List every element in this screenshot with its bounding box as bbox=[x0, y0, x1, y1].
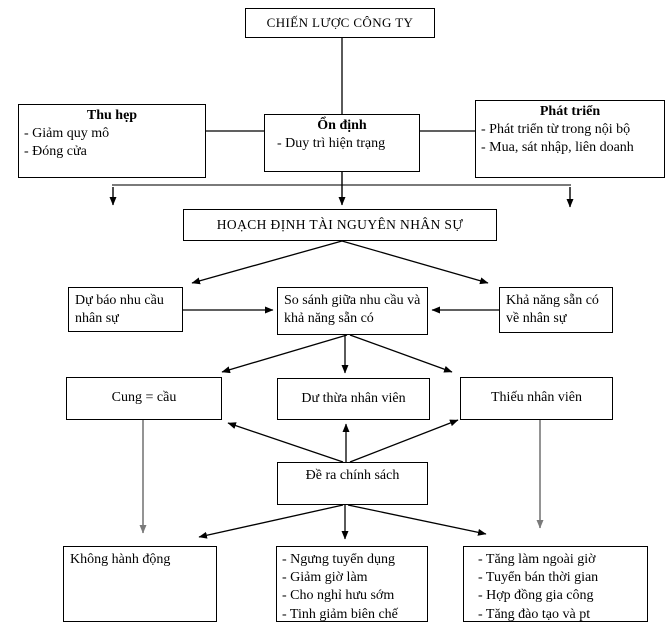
box-forecast: Dự báo nhu cầu nhân sự bbox=[68, 287, 183, 332]
arrow-hrplanning-to-availability bbox=[341, 240, 489, 285]
box-availability: Khả năng sẵn có về nhân sự bbox=[499, 287, 613, 333]
shortage-label: Thiếu nhân viên bbox=[491, 390, 582, 406]
box-supply-equals-demand: Cung = cầu bbox=[66, 377, 222, 420]
stable-title: Ổn định bbox=[317, 118, 367, 133]
policy-label: Đề ra chính sách bbox=[305, 468, 400, 483]
stable-item: - Duy trì hiện trạng bbox=[277, 136, 386, 152]
box-policy: Đề ra chính sách bbox=[277, 462, 428, 505]
box-develop: Phát triển - Phát triển từ trong nội bộ … bbox=[475, 100, 665, 178]
box-shortage-actions: - Tăng làm ngoài giờ - Tuyển bán thời gi… bbox=[463, 546, 648, 622]
forecast-label: Dự báo nhu cầu nhân sự bbox=[75, 293, 164, 327]
box-company-strategy: CHIẾN LƯỢC CÔNG TY bbox=[245, 8, 435, 38]
arrow-compare-to-shortage bbox=[349, 334, 453, 373]
shortage-action-item: - Tuyển bán thời gian bbox=[478, 570, 599, 586]
hr-planning-label: HOẠCH ĐỊNH TÀI NGUYÊN NHÂN SỰ bbox=[216, 217, 464, 233]
arrow-policy-to-shortageactions bbox=[347, 504, 487, 536]
develop-item: - Mua, sát nhập, liên doanh bbox=[481, 140, 634, 156]
arrow-policy-to-noaction bbox=[198, 504, 344, 539]
box-shrink: Thu hẹp - Giảm quy mô - Đóng cửa bbox=[18, 104, 206, 178]
arrow-policy-to-supplydemand bbox=[227, 422, 344, 463]
company-strategy-label: CHIẾN LƯỢC CÔNG TY bbox=[266, 14, 414, 30]
no-action-label: Không hành động bbox=[70, 552, 171, 567]
box-hr-planning: HOẠCH ĐỊNH TÀI NGUYÊN NHÂN SỰ bbox=[183, 209, 497, 241]
surplus-label: Dư thừa nhân viên bbox=[301, 390, 406, 406]
box-compare: So sánh giữa nhu cầu và khả năng sẵn có bbox=[277, 287, 428, 335]
box-surplus: Dư thừa nhân viên bbox=[277, 378, 430, 420]
surplus-action-item: - Ngưng tuyển dụng bbox=[282, 552, 395, 567]
shrink-item: - Giảm quy mô bbox=[24, 126, 110, 142]
shortage-action-item: - Tăng làm ngoài giờ bbox=[478, 552, 596, 567]
surplus-action-item: - Tinh giảm biên chế bbox=[282, 606, 398, 622]
compare-label: So sánh giữa nhu cầu và khả năng sẵn có bbox=[284, 293, 421, 327]
surplus-action-item: - Giảm giờ làm bbox=[282, 570, 368, 586]
shrink-item: - Đóng cửa bbox=[24, 144, 87, 160]
box-no-action: Không hành động bbox=[63, 546, 217, 622]
arrow-hrplanning-to-forecast bbox=[191, 240, 343, 285]
availability-label: Khả năng sẵn có về nhân sự bbox=[506, 293, 599, 327]
box-stable: Ổn định - Duy trì hiện trạng bbox=[264, 114, 420, 172]
shortage-action-item: - Hợp đồng gia công bbox=[478, 588, 594, 604]
shortage-action-item: - Tăng đào tạo và pt bbox=[478, 606, 591, 622]
arrow-policy-to-shortage bbox=[349, 419, 459, 463]
supply-equals-demand-label: Cung = cầu bbox=[111, 390, 177, 406]
surplus-action-item: - Cho nghỉ hưu sớm bbox=[282, 588, 395, 604]
box-surplus-actions: - Ngưng tuyển dụng - Giảm giờ làm - Cho … bbox=[276, 546, 428, 622]
shrink-title: Thu hẹp bbox=[86, 108, 138, 123]
develop-item: - Phát triển từ trong nội bộ bbox=[481, 122, 631, 138]
arrow-compare-to-supplydemand bbox=[221, 334, 348, 374]
develop-title: Phát triển bbox=[539, 104, 601, 119]
box-shortage: Thiếu nhân viên bbox=[460, 377, 613, 420]
